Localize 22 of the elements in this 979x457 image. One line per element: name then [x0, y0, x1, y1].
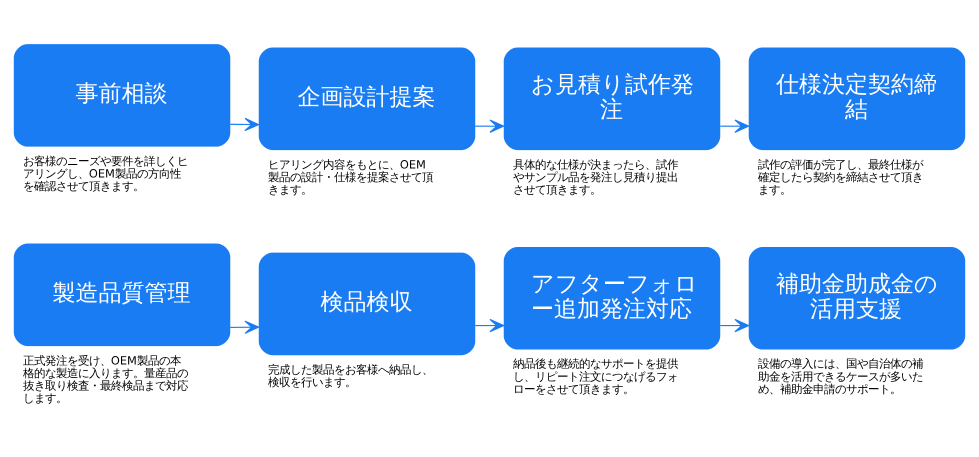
node-label: お客様のニーズや要件を詳しくヒアリングし、OEM製品の方向性を確認させて頂きます。	[22, 153, 188, 192]
arrow	[475, 318, 504, 332]
node-label: ヒアリング内容をもとに、OEM製品の設計・仕様を提案させて頂きます。	[268, 156, 433, 196]
arrow	[720, 318, 750, 332]
node-label: 具体的な仕様が決まったら、試作やサンプル品を発注し見積り提出させて頂きます。	[512, 156, 678, 196]
node-box: 企画設計提案	[258, 47, 476, 150]
node-label: 設備の導入には、国や自治体の補助金を活用できるケースが多いため、補助金申請のサポート。	[758, 356, 923, 396]
arrow	[230, 117, 260, 131]
node-box: 製造品質管理	[14, 243, 230, 346]
node-box: お見積り試作発注	[504, 47, 720, 150]
node-label: 試作の評価が完了し、最終仕様が確定したら契約を締結させて頂きます。	[758, 156, 923, 196]
node-box: 補助金助成金の活用支援	[748, 246, 966, 349]
arrow	[720, 118, 750, 132]
node-box: 仕様決定契約締結	[748, 47, 966, 150]
node-label: 完成した製品をお客様へ納品し、検収を行います。	[268, 362, 433, 388]
arrow	[475, 118, 504, 132]
node-label: 正式発注を受け、OEM製品の本格的な製造に入ります。量産品の抜き取り検査・最終検品まで対応します。	[22, 352, 188, 404]
node-box: 検品検収	[258, 252, 476, 355]
arrow	[230, 320, 260, 334]
node-box: アフターフォロー追加発注対応	[504, 246, 720, 349]
node-box: 事前相談	[14, 44, 230, 146]
node-label: 納品後も継続的なサポートを提供し、リピート注文につなげるフォローをさせて頂きます。	[512, 356, 678, 396]
